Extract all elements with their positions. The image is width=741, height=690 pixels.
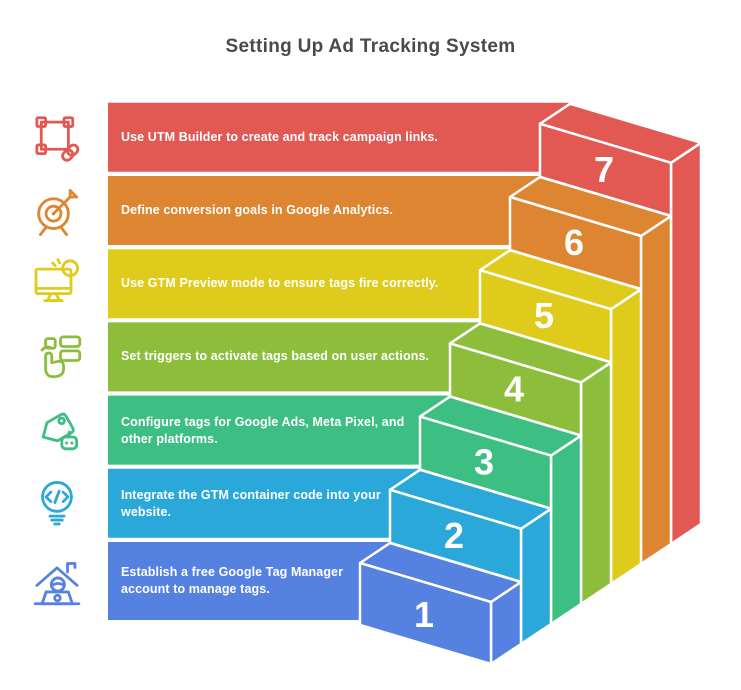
step-label-1: Establish a free Google Tag Manager acco…: [121, 565, 344, 596]
step-label-6: Define conversion goals in Google Analyt…: [121, 203, 394, 218]
step-bar-2: [108, 468, 420, 538]
step-label-4: Set triggers to activate tags based on u…: [121, 349, 430, 364]
step-side-face-6: [639, 214, 673, 566]
home-workspace-icon: [29, 553, 85, 609]
step-bar-7: [108, 102, 570, 172]
step-front-face-1: [358, 561, 493, 666]
step-bar-6: [108, 176, 540, 245]
step-bar-1: [108, 542, 390, 620]
step-number-7: 7: [594, 149, 614, 190]
step-label-2: Integrate the GTM container code into yo…: [121, 487, 381, 519]
step-side-face-7: [669, 141, 703, 546]
code-lightbulb-icon: [29, 475, 85, 531]
step-bar-5: [108, 249, 510, 319]
target-arrow-icon: [29, 183, 85, 239]
step-bar-3: [108, 395, 450, 465]
monitor-preview-icon: [29, 256, 85, 312]
diagram-title: Setting Up Ad Tracking System: [225, 36, 516, 57]
step-side-face-4: [579, 361, 613, 606]
step-label-5: Use GTM Preview mode to ensure tags fire…: [121, 276, 439, 291]
step-number-1: 1: [414, 594, 434, 635]
step-number-6: 6: [564, 222, 584, 263]
step-number-5: 5: [534, 295, 554, 336]
step-side-face-3: [549, 434, 583, 626]
step-side-face-5: [609, 287, 643, 586]
step-number-2: 2: [444, 515, 464, 556]
price-tag-icon: [29, 402, 85, 458]
step-label-7: Use UTM Builder to create and track camp…: [121, 130, 438, 145]
trigger-hand-icon: [29, 329, 85, 385]
step-bar-4: [108, 322, 480, 392]
step-label-3: Configure tags for Google Ads, Meta Pixe…: [121, 414, 405, 446]
step-side-face-2: [519, 507, 553, 646]
step-number-3: 3: [474, 442, 494, 483]
link-frame-icon: [29, 109, 85, 165]
step-number-4: 4: [504, 368, 524, 409]
